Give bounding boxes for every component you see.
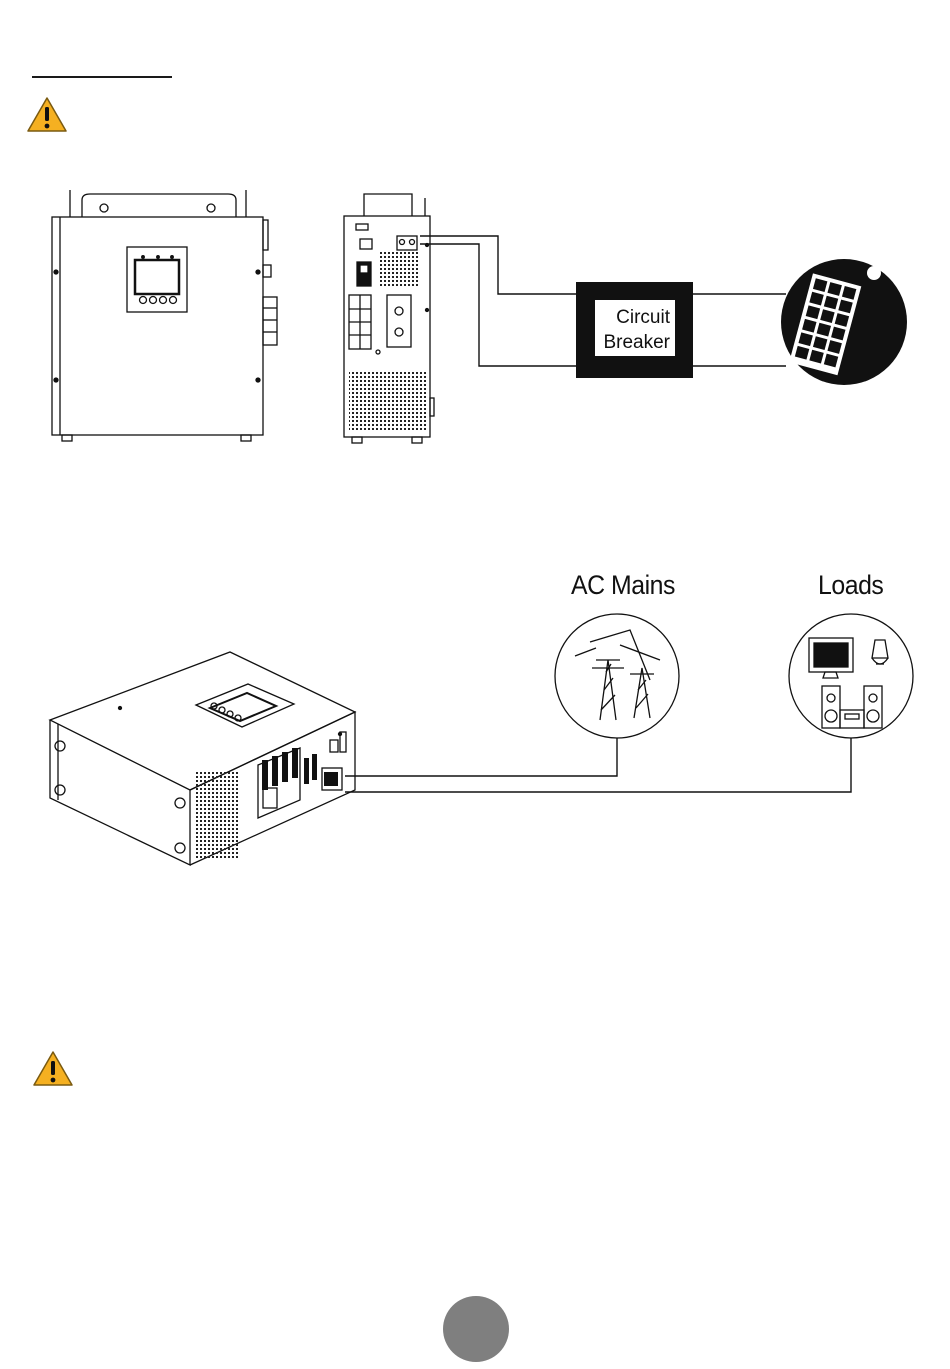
warning-triangle-icon [26,96,68,134]
tv-bulb-speakers-icon [789,614,913,738]
warning-triangle-icon [32,1050,74,1088]
page-number-badge [443,1296,509,1362]
ac-wires [345,738,851,792]
solar-panel-icon [781,259,907,385]
breaker-label-line2: Breaker [598,330,670,355]
loads-label: Loads [818,570,883,601]
vent-grill-iso [196,772,240,858]
ac-connection-diagram [0,600,950,870]
inverter-front-view [52,190,277,441]
header-rule [32,76,172,78]
transmission-tower-icon [555,614,679,738]
vent-grill-upper [378,250,420,288]
vent-grill-lower [349,370,427,432]
ac-mains-label: AC Mains [571,570,675,601]
circuit-breaker-label: Circuit Breaker [598,305,670,355]
breaker-label-line1: Circuit [598,305,670,330]
pv-connection-diagram [0,180,950,650]
